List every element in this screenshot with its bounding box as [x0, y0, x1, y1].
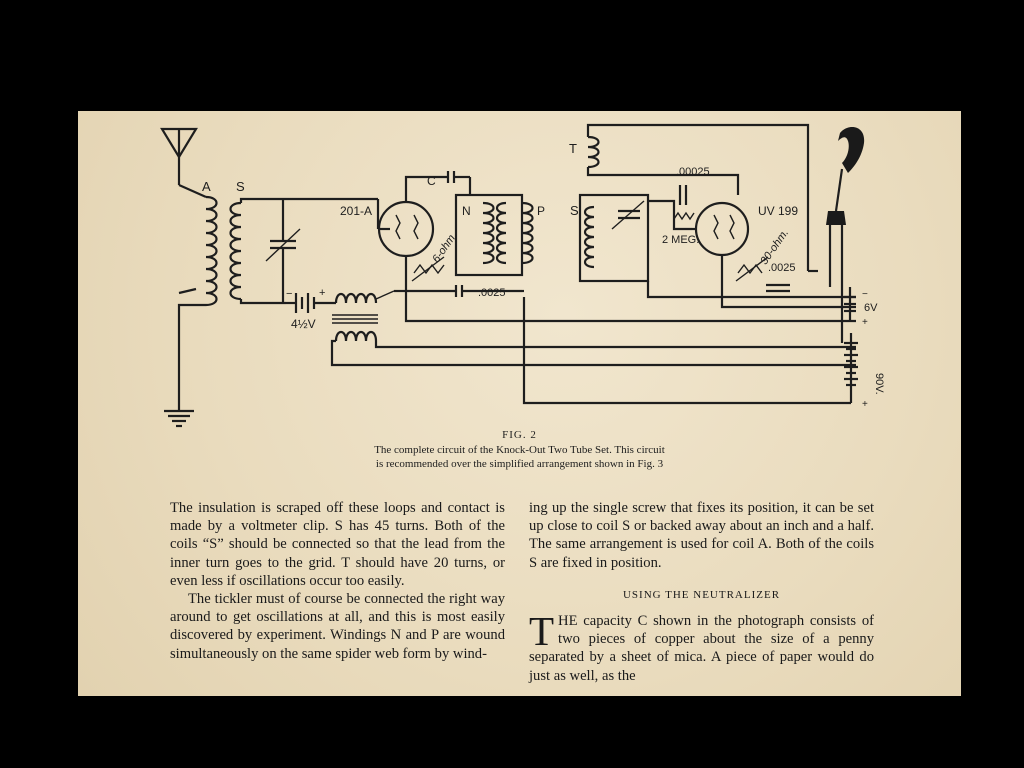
paragraph-text: HE capacity C shown in the photograph co… [529, 613, 874, 684]
figure-caption: The complete circuit of the Knock-Out Tw… [78, 443, 961, 471]
magazine-page: A S 201-A [78, 111, 961, 696]
coil-n [482, 201, 495, 265]
variable-capacitor-left [265, 199, 301, 303]
tickler-coil [587, 135, 600, 169]
battery-6v [844, 287, 856, 321]
label-battery-small: 4½V [291, 317, 316, 331]
rheostat-right [735, 256, 769, 282]
label-tube-201a: 201-A [340, 204, 372, 218]
ground-icon [164, 409, 194, 428]
label-cap-right: .0025 [768, 262, 796, 274]
battery-90v [844, 333, 858, 403]
label-minus-6v: − [862, 289, 868, 300]
headphone-icon [826, 127, 865, 251]
label-grid-cap: .00025 [676, 166, 710, 178]
label-plus-left: + [319, 287, 325, 299]
caption-line-2: is recommended over the simplified arran… [375, 458, 664, 470]
drop-cap: T [529, 608, 555, 655]
coil-s-left [229, 201, 242, 301]
label-tickler: T [569, 141, 577, 156]
coil-a [205, 195, 218, 307]
label-grid-leak: 2 MEG. [662, 234, 699, 246]
label-minus-left: − [286, 288, 292, 300]
circuit-diagram: A S 201-A [160, 123, 885, 428]
label-coil-a: A [202, 179, 211, 194]
label-tube-uv199: UV 199 [758, 204, 798, 218]
label-capacitor-c: C [427, 174, 436, 188]
label-battery-90v: 90V. [873, 373, 885, 395]
label-cap-left: .0025 [478, 287, 506, 299]
coil-p [521, 201, 534, 265]
coil-s-right [583, 205, 595, 269]
caption-line-1: The complete circuit of the Knock-Out Tw… [374, 444, 665, 456]
paragraph: ing up the single screw that fixes its p… [529, 500, 874, 571]
paragraph: The tickler must of course be connected … [170, 591, 505, 662]
section-heading: USING THE NEUTRALIZER [622, 588, 781, 601]
label-coil-n: N [462, 204, 471, 218]
rheostat-left [411, 256, 445, 282]
figure-label: FIG. 2 [502, 429, 537, 441]
label-battery-6v: 6V [864, 302, 878, 314]
choke-coil [334, 292, 378, 304]
tube-uv199 [692, 201, 750, 257]
label-plus-6v: + [862, 317, 868, 328]
text-column-right: ing up the single screw that fixes its p… [529, 499, 874, 685]
label-coil-p: P [537, 204, 545, 218]
variable-capacitor-right [611, 200, 645, 230]
antenna-icon [160, 127, 198, 185]
tube-201a [377, 181, 435, 258]
label-plus-90v: + [862, 399, 868, 410]
battery-grid-bias [286, 293, 336, 313]
label-coil-s-left: S [236, 179, 245, 194]
label-coil-s-right: S [570, 203, 579, 218]
paragraph: The insulation is scraped off these loop… [170, 500, 505, 589]
transformer-coil [334, 330, 378, 342]
text-column-left: The insulation is scraped off these loop… [170, 499, 505, 663]
